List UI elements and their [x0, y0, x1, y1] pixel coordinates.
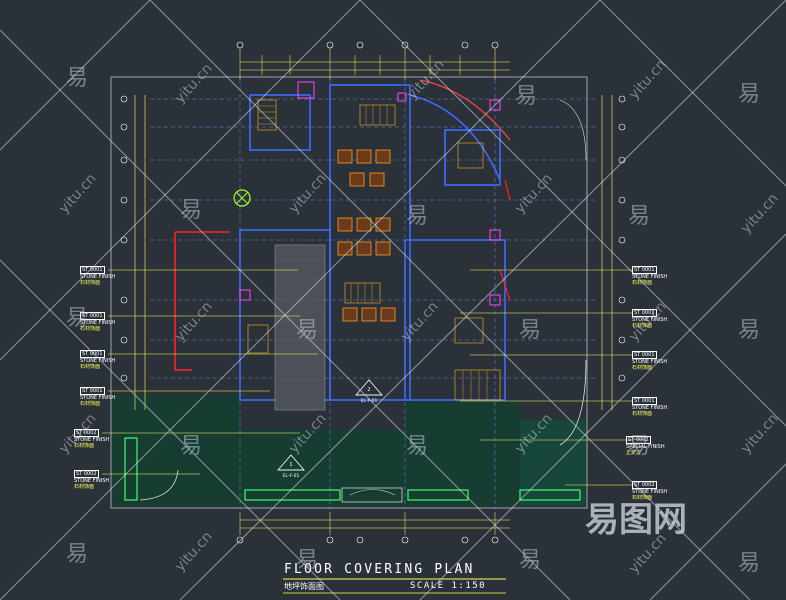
- tag-code: ST 0002: [74, 429, 99, 437]
- tag-finish: STONE FINISH: [80, 274, 116, 280]
- tag-finish: STONE FINISH: [80, 358, 116, 364]
- stair-treads: [258, 105, 488, 400]
- right-tag-3: ST 0001 STONE FINISH 石材饰面: [632, 351, 667, 371]
- tag-code: ST 0001: [632, 309, 657, 317]
- elevator-cars: [337, 149, 396, 322]
- tag-code: ST 0002: [632, 481, 657, 489]
- hatched-floor: [274, 244, 326, 411]
- tag-code: ST 0001: [632, 397, 657, 405]
- left-tag-1: ST 0001 STONE FINISH 石材饰面: [80, 266, 115, 286]
- tag-finish: STONE FINISH: [74, 478, 110, 484]
- left-tag-3: ST 0001 STONE FINISH 石材饰面: [80, 350, 115, 370]
- curve-path-top: [559, 99, 587, 161]
- right-tag-6: ST 0002 STONE FINISH 石材饰面: [632, 481, 667, 501]
- planter-bottom-left: [244, 489, 341, 501]
- tag-finish: STONE FINISH: [632, 317, 668, 323]
- section-marker-2: [355, 379, 383, 396]
- tag-cn: 石材饰面: [74, 484, 95, 490]
- right-tag-2: ST 0001 STONE FINISH 石材饰面: [632, 309, 667, 329]
- drawing-scale: SCALE 1:150: [410, 581, 487, 591]
- magenta-fixtures: [239, 81, 501, 306]
- section-1-number: 1: [289, 462, 292, 468]
- section-2-ref: EL-F-01: [361, 398, 378, 404]
- curve-path-right: [559, 359, 587, 446]
- tag-cn: 石材饰面: [632, 323, 653, 329]
- site-boundary: [110, 76, 588, 509]
- leader-lines-right: [460, 269, 632, 486]
- round-fixture: [233, 189, 251, 207]
- tag-finish: STONE FINISH: [632, 359, 668, 365]
- planter-bottom-right: [519, 489, 581, 501]
- tag-code: ST 0001: [80, 387, 105, 395]
- grid-lines-horizontal: [150, 98, 598, 379]
- tag-cn: 石材饰面: [80, 364, 101, 370]
- section-2-number: 2: [367, 387, 370, 393]
- tag-cn: 石材饰面: [80, 326, 101, 332]
- tag-code: ST 0001: [80, 350, 105, 358]
- tag-finish: STONE FINISH: [632, 274, 668, 280]
- landscape-area: [112, 395, 586, 506]
- tag-code: ST 0001: [632, 351, 657, 359]
- drawing-title: FLOOR COVERING PLAN: [284, 562, 475, 577]
- top-grid-ticks: [239, 48, 496, 535]
- right-tag-5: ST 0002 SPECIAL FINISH 正交方: [626, 436, 665, 456]
- tag-cn: 石材饰面: [80, 401, 101, 407]
- tag-cn: 石材饰面: [632, 411, 653, 417]
- tag-code: ST 0002: [74, 470, 99, 478]
- tag-finish: STONE FINISH: [632, 489, 668, 495]
- tag-cn: 石材饰面: [632, 280, 653, 286]
- tag-finish: SPECIAL FINISH: [626, 444, 665, 450]
- tag-code: ST 0001: [80, 312, 105, 320]
- curved-wall-top: [419, 79, 511, 141]
- side-grid-bubbles: [120, 95, 626, 382]
- tag-finish: STONE FINISH: [80, 395, 116, 401]
- entrance-mat: [341, 487, 403, 503]
- drawing-title-chinese: 地坪饰面图: [284, 582, 324, 591]
- left-tag-4: ST 0001 STONE FINISH 石材饰面: [80, 387, 115, 407]
- tag-cn: 正交方: [626, 450, 642, 456]
- curve-path-left: [139, 469, 179, 501]
- tag-finish: STONE FINISH: [80, 320, 116, 326]
- planter-bottom-mid: [407, 489, 469, 501]
- tag-cn: 石材饰面: [80, 280, 101, 286]
- hatch-lines: [275, 259, 325, 401]
- brand-watermark: 易图网: [585, 500, 687, 540]
- right-tag-1: ST 0001 STONE FINISH 石材饰面: [632, 266, 667, 286]
- red-wall-left: [174, 231, 230, 371]
- section-1-ref: EL-F-01: [283, 473, 300, 479]
- drawing-title-block: FLOOR COVERING PLAN 地坪饰面图 SCALE 1:150: [282, 562, 508, 598]
- tag-finish: STONE FINISH: [74, 437, 110, 443]
- left-tag-2: ST 0001 STONE FINISH 石材饰面: [80, 312, 115, 332]
- tag-code: ST 0001: [80, 266, 105, 274]
- section-marker-1: [277, 454, 305, 471]
- left-tag-5: ST 0002 STONE FINISH 石材饰面: [74, 429, 109, 449]
- stairs: [247, 99, 501, 401]
- tag-cn: 石材饰面: [632, 495, 653, 501]
- landscape-right: [520, 420, 586, 506]
- tag-code: ST 0001: [632, 266, 657, 274]
- tag-cn: 石材饰面: [632, 365, 653, 371]
- right-tag-4: ST 0001 STONE FINISH 石材饰面: [632, 397, 667, 417]
- leader-lines-left: [102, 269, 318, 475]
- left-tag-6: ST 0002 STONE FINISH 石材饰面: [74, 470, 109, 490]
- tag-cn: 石材饰面: [74, 443, 95, 449]
- tag-finish: STONE FINISH: [632, 405, 668, 411]
- planter-left: [124, 437, 138, 501]
- red-wall-right: [499, 179, 511, 301]
- top-grid-bubbles: [236, 41, 499, 544]
- tag-code: ST 0002: [626, 436, 651, 444]
